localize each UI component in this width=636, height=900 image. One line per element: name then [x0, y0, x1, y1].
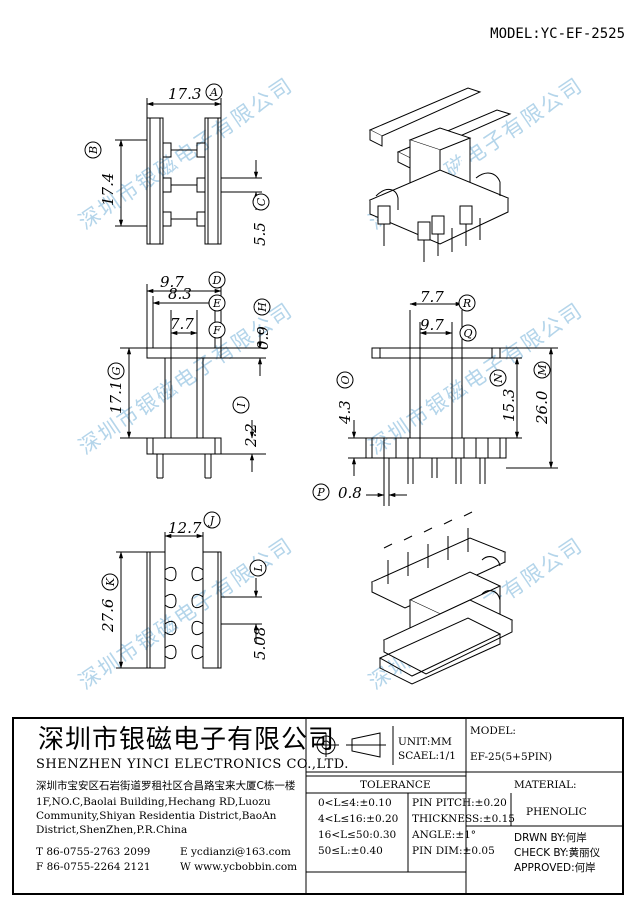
dim-value: 7.7	[170, 315, 194, 333]
angle: ANGLE:±1°	[412, 829, 477, 841]
material-value: PHENOLIC	[526, 806, 587, 818]
projection-symbol-icon	[313, 732, 386, 758]
dim-id: I	[235, 402, 248, 408]
watermark: 深圳市银磁电子有限公司	[364, 298, 587, 459]
dim-value: 27.6	[99, 598, 117, 633]
title-block	[12, 717, 624, 895]
check-by: CHECK BY:黄丽仪	[514, 847, 601, 859]
thickness: THICKNESS:±0.15	[412, 813, 515, 825]
dim-id: C	[255, 197, 268, 206]
dim-id: H	[256, 302, 269, 313]
dim-value: 0.9	[254, 326, 272, 350]
dim-value: 15.3	[500, 389, 518, 422]
side-view	[348, 301, 558, 506]
bottom-view	[116, 532, 262, 669]
company-name-cn: 深圳市银磁电子有限公司	[38, 725, 336, 755]
top-view	[115, 98, 262, 245]
dim-id: G	[110, 366, 123, 375]
drawn-by: DRWN BY:何岸	[514, 832, 587, 844]
company-name-en: SHENZHEN YINCI ELECTRONICS CO.,LTD.	[36, 757, 349, 772]
fax: F 86-0755-2264 2121	[36, 861, 151, 873]
top-view-right-rail	[204, 117, 222, 245]
watermarks: 深圳市银磁电子有限公司 深圳市银磁电子有限公司 深圳市银磁电子有限公司 深圳市银…	[74, 73, 587, 694]
model-label: MODEL:	[470, 725, 516, 737]
dim-id: R	[462, 297, 471, 310]
address-en-line: Community,Shiyan Residentia District,Bao…	[36, 810, 277, 822]
dim-value: 5.08	[251, 627, 269, 660]
iso-view-bottom	[370, 511, 514, 685]
approved-by: APPROVED:何岸	[514, 862, 596, 874]
dim-value: 9.7	[160, 273, 184, 291]
address-en-line: District,ShenZhen,P.R.China	[36, 824, 188, 836]
dim-value: 17.3	[168, 85, 201, 103]
unit: UNIT:MM	[398, 736, 452, 748]
dim-id: M	[536, 364, 549, 377]
dim-id: N	[492, 373, 505, 384]
tolerance-row: 0<L≤4:±0.10	[318, 797, 392, 809]
front-view	[120, 284, 266, 479]
email: E ycdianzi@163.com	[180, 846, 291, 858]
top-view-left-rail	[146, 117, 164, 245]
pin-dim: PIN DIM:±0.05	[412, 845, 495, 857]
pin-pitch: PIN PITCH:±0.20	[412, 797, 507, 809]
address-en-line: 1F,NO.C,Baolai Building,Hechang RD,Luozu	[36, 796, 271, 808]
dim-value: 17.4	[99, 173, 117, 206]
tolerance-row: 50≤L:±0.40	[318, 845, 383, 857]
dim-value: 4.3	[336, 400, 354, 425]
dim-value: 0.8	[338, 484, 362, 502]
dim-id: F	[212, 324, 221, 337]
website: W www.ycbobbin.com	[180, 861, 298, 873]
dim-value: 5.5	[251, 222, 269, 246]
dim-id: Q	[463, 327, 472, 340]
dim-id: L	[252, 564, 265, 572]
address-cn: 深圳市宝安区石岩街道罗租社区合昌路宝来大厦C栋一楼	[36, 780, 296, 792]
model-header: MODEL:YC-EF-2525	[490, 26, 625, 42]
dim-value: 9.7	[420, 316, 444, 334]
tolerance-row: 16<L≤50:0.30	[318, 829, 397, 841]
dim-id: P	[316, 486, 325, 499]
dim-value: 2.2	[242, 423, 260, 448]
model-value: EF-25(5+5PIN)	[470, 751, 553, 763]
dim-value: 8.3	[168, 285, 192, 303]
scale: SCAEL:1/1	[398, 750, 456, 762]
dim-value: 17.1	[107, 381, 125, 414]
telephone: T 86-0755-2763 2099	[36, 846, 151, 858]
dim-value: 26.0	[533, 390, 551, 425]
dim-id: K	[104, 577, 117, 587]
material-label: MATERIAL:	[514, 779, 577, 791]
dim-id: O	[339, 375, 352, 384]
dim-id: E	[212, 297, 221, 310]
dim-value: 12.7	[168, 519, 202, 537]
tolerance-row: 4<L≤16:±0.20	[318, 813, 399, 825]
tolerance-title: TOLERANCE	[360, 779, 431, 791]
dim-value: 7.7	[420, 288, 444, 306]
dim-id: A	[209, 86, 218, 99]
dim-id: D	[212, 274, 222, 287]
dim-id: J	[208, 514, 215, 527]
iso-view-top	[368, 87, 512, 262]
dim-id: B	[87, 146, 100, 155]
